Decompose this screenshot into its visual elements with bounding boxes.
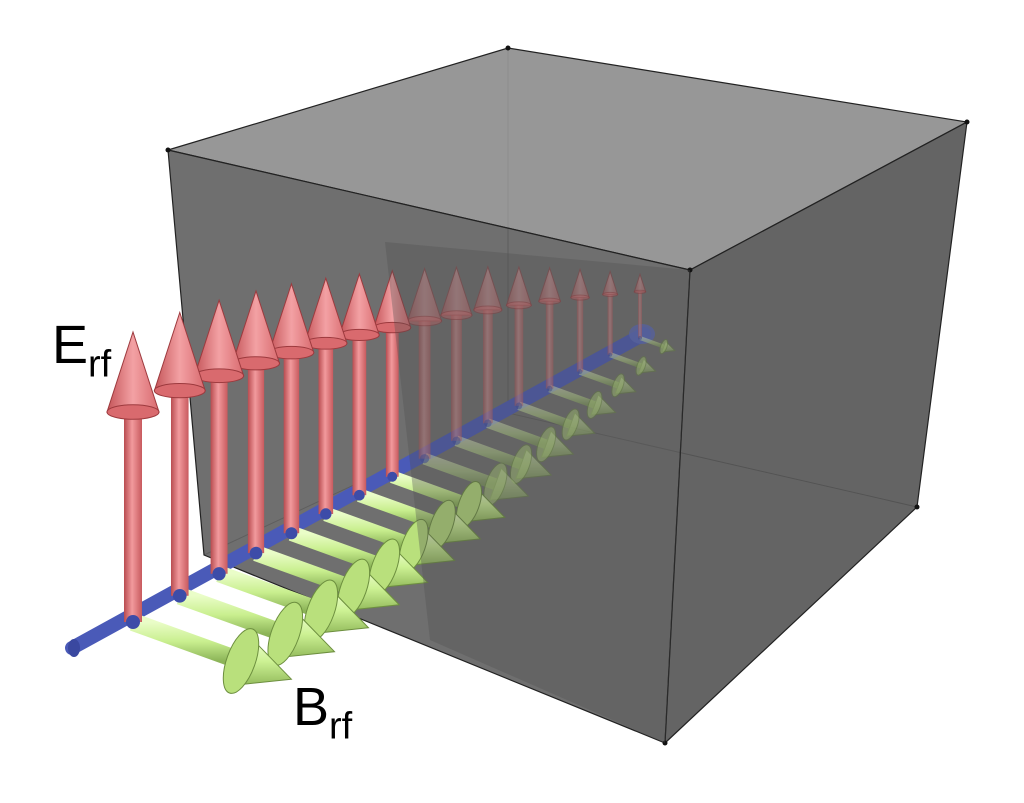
e-field-label: Erf xyxy=(52,315,112,386)
axis-node xyxy=(608,352,613,357)
b-field-shaft xyxy=(288,525,387,575)
b-field-shaft xyxy=(517,401,573,429)
b-field-shaft xyxy=(216,565,324,619)
e-field-shaft xyxy=(451,315,462,441)
e-field-arrowhead-base xyxy=(633,289,647,294)
e-field-shaft xyxy=(170,390,189,596)
e-field-arrowhead-base xyxy=(570,294,590,301)
b-field-arrowhead-base xyxy=(635,356,647,376)
axis-node xyxy=(126,615,140,629)
box-corners xyxy=(165,45,970,746)
axis-node xyxy=(577,369,583,375)
axis-node xyxy=(546,385,553,392)
e-field-shaft xyxy=(482,309,493,424)
axis-node xyxy=(172,588,187,603)
b-field-shaft xyxy=(357,488,445,532)
axis-node xyxy=(212,567,226,581)
b-field-arrowhead-base xyxy=(611,373,625,398)
b-field-shaft xyxy=(422,453,498,490)
e-field-arrowhead-base xyxy=(538,297,561,305)
e-field-shaft xyxy=(352,334,367,496)
e-field-arrowhead-base xyxy=(106,404,160,420)
axis-node xyxy=(354,489,365,501)
b-field-shaft xyxy=(323,507,417,553)
b-field-shaft xyxy=(578,368,620,389)
e-field-arrowhead-base xyxy=(440,310,473,321)
rf-wave xyxy=(65,265,676,694)
axis-node xyxy=(484,419,492,428)
b-field-shaft xyxy=(548,385,596,409)
b-field-shaft xyxy=(253,545,357,596)
axis-node xyxy=(285,527,298,540)
axis-node xyxy=(638,336,642,340)
b-field-shaft xyxy=(454,435,523,470)
e-field-arrowhead-base xyxy=(473,305,503,315)
axis-node xyxy=(249,546,263,560)
e-field-arrowhead-base xyxy=(153,383,206,399)
e-field-shaft xyxy=(124,412,142,622)
box-front-overlay xyxy=(385,242,690,743)
e-field-shaft xyxy=(545,301,554,389)
e-field-arrowhead xyxy=(106,330,160,413)
e-field-shaft xyxy=(385,327,399,477)
axis-node xyxy=(515,402,523,410)
b-field-shaft xyxy=(639,336,665,349)
b-field-shaft xyxy=(609,352,642,369)
b-field-shaft xyxy=(486,418,548,449)
e-field-shaft xyxy=(576,297,584,372)
b-field-arrowhead-base xyxy=(536,426,557,463)
axis-node xyxy=(387,471,398,482)
e-field-shaft xyxy=(514,305,524,406)
b-field-arrowhead-base xyxy=(561,408,580,441)
e-field-arrowhead-base xyxy=(505,301,532,310)
b-field-shaft xyxy=(176,587,289,643)
e-field-arrowhead-base xyxy=(602,291,619,298)
b-field-shaft xyxy=(390,470,472,511)
e-field-shaft xyxy=(247,363,265,554)
e-field-shaft xyxy=(210,375,228,574)
axis-end-cap xyxy=(68,639,80,657)
e-field-shaft xyxy=(607,294,613,355)
axis-node xyxy=(452,436,461,446)
b-field-arrowhead-base xyxy=(586,390,603,419)
axis-node xyxy=(419,454,430,464)
b-field-arrowhead-base xyxy=(659,338,669,355)
b-field-label: Brf xyxy=(293,677,353,748)
e-field-shaft xyxy=(318,343,334,514)
e-field-shaft xyxy=(283,352,300,534)
e-field-shaft xyxy=(638,291,642,338)
b-field-shaft xyxy=(129,613,245,670)
axis-node xyxy=(320,508,332,520)
b-field-arrowhead-base xyxy=(222,628,260,694)
e-field-shaft xyxy=(418,321,431,459)
